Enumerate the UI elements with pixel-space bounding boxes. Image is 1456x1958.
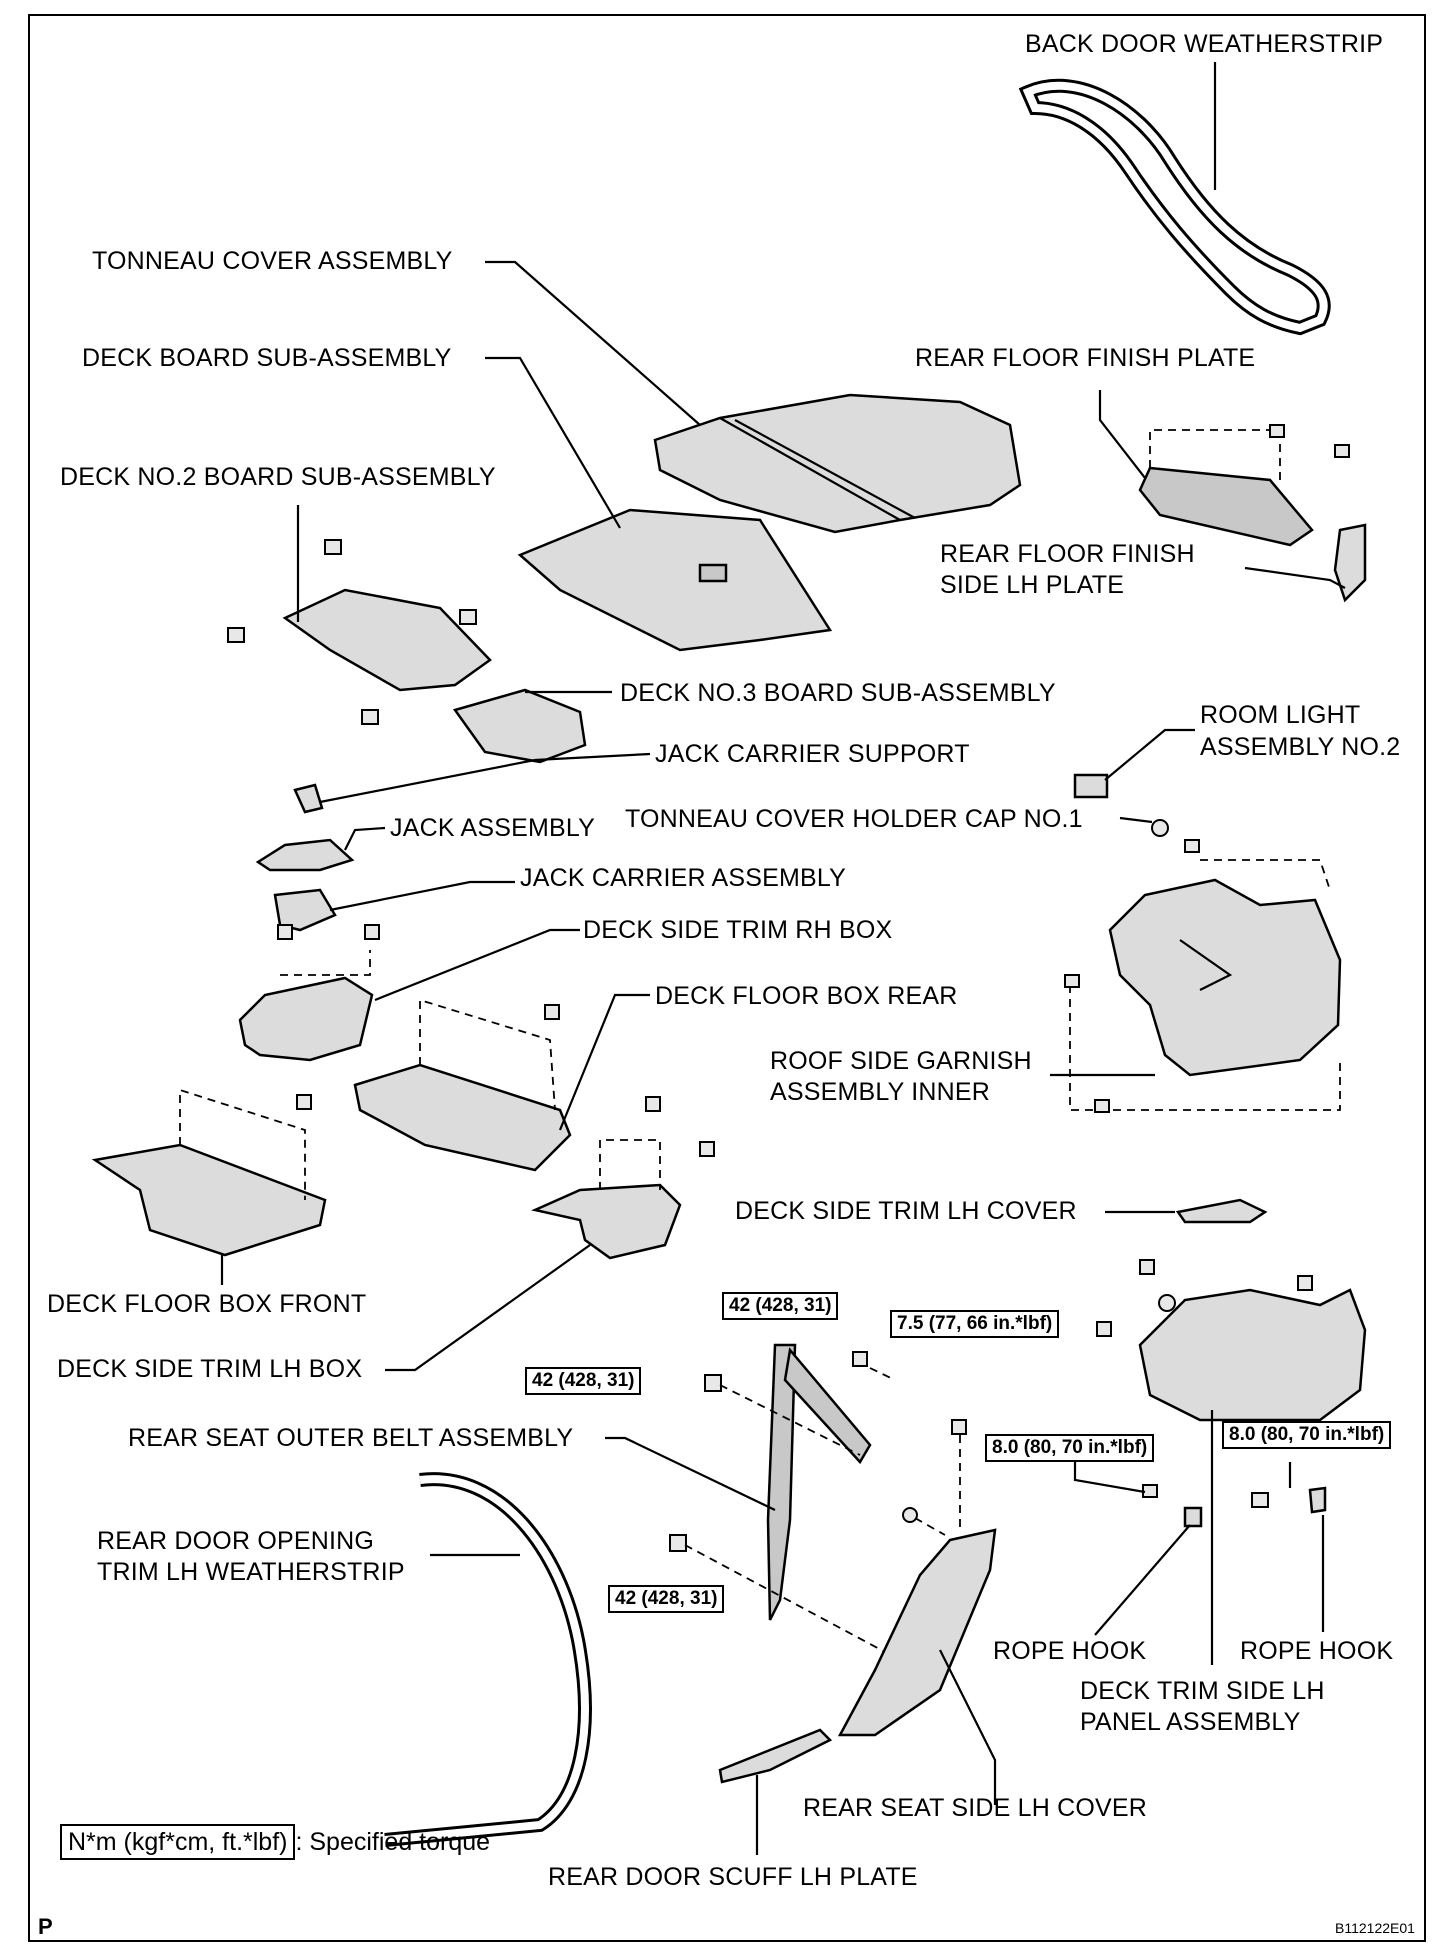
leader-floor-box-rear <box>558 993 650 1131</box>
label-jack-carrier-support: JACK CARRIER SUPPORT <box>655 740 970 768</box>
rear-floor-finish-plate-part <box>1138 429 1314 547</box>
rear-door-scuff-part <box>718 1728 833 1784</box>
leader-rear-floor-plate <box>1098 390 1146 479</box>
torque-rope-hook-left: 8.0 (80, 70 in.*lbf) <box>985 1434 1155 1462</box>
label-deck-side-trim-rh-box: DECK SIDE TRIM RH BOX <box>583 916 893 944</box>
leader-seat-side-cover <box>939 1649 997 1805</box>
deck-floor-box-rear-part <box>353 998 572 1172</box>
deck-trim-side-panel-part <box>1096 1259 1367 1422</box>
label-deck-board-sub-assembly: DECK BOARD SUB-ASSEMBLY <box>82 344 452 372</box>
leader-jack-assembly <box>344 826 386 851</box>
label-jack-assembly: JACK ASSEMBLY <box>390 814 595 842</box>
label-deck-trim-side-line1: DECK TRIM SIDE LH <box>1080 1677 1325 1705</box>
label-rear-seat-outer-belt: REAR SEAT OUTER BELT ASSEMBLY <box>128 1424 574 1452</box>
leader-jack-carrier <box>329 880 515 912</box>
torque-rope-hook-right: 8.0 (80, 70 in.*lbf) <box>1222 1421 1392 1449</box>
torque-legend: N*m (kgf*cm, ft.*lbf): Specified torque <box>60 1824 491 1860</box>
label-rear-door-opening-line1: REAR DOOR OPENING <box>97 1527 375 1555</box>
deck-floor-box-front-part <box>91 1088 327 1257</box>
leader-jack-support <box>319 752 651 804</box>
rope-hook-right-part <box>1251 1486 1327 1514</box>
label-deck-side-trim-lh-box: DECK SIDE TRIM LH BOX <box>57 1355 363 1383</box>
label-tonneau-cover-assembly: TONNEAU COVER ASSEMBLY <box>92 247 453 275</box>
label-roof-garnish-line1: ROOF SIDE GARNISH <box>770 1047 1032 1075</box>
label-rear-seat-side-lh-cover: REAR SEAT SIDE LH COVER <box>803 1794 1148 1822</box>
torque-belt-lower: 42 (428, 31) <box>608 1585 725 1613</box>
deck-no2-board-part <box>227 539 492 692</box>
torque-belt-upper: 42 (428, 31) <box>722 1292 839 1320</box>
deck-side-trim-lh-cover-part <box>1175 1198 1268 1224</box>
label-room-light-line2: ASSEMBLY NO.2 <box>1200 733 1401 761</box>
label-deck-no3-board: DECK NO.3 BOARD SUB-ASSEMBLY <box>620 679 1056 707</box>
deck-board-part <box>517 508 833 652</box>
figure-id: B112122E01 <box>1335 1920 1415 1936</box>
label-side-lh-plate-line1: REAR FLOOR FINISH <box>940 540 1195 568</box>
leader-tonneau <box>485 260 701 426</box>
jack-carrier-assembly-part <box>273 888 337 932</box>
leader-lh-box <box>385 1244 591 1372</box>
label-room-light-line1: ROOM LIGHT <box>1200 701 1361 729</box>
label-deck-no2-board: DECK NO.2 BOARD SUB-ASSEMBLY <box>60 463 496 491</box>
label-rope-hook-right: ROPE HOOK <box>1240 1637 1394 1665</box>
rear-seat-outer-belt-part <box>669 1343 901 1661</box>
label-deck-floor-box-rear: DECK FLOOR BOX REAR <box>655 982 958 1010</box>
label-rope-hook-left: ROPE HOOK <box>993 1637 1147 1665</box>
leader-holder-cap <box>1119 816 1153 824</box>
leader-rope-hook-left <box>1073 1462 1191 1636</box>
back-door-weatherstrip-part <box>1018 78 1331 336</box>
label-tonneau-holder-cap: TONNEAU COVER HOLDER CAP NO.1 <box>625 805 1083 833</box>
label-jack-carrier-assembly: JACK CARRIER ASSEMBLY <box>520 864 847 892</box>
label-deck-floor-box-front: DECK FLOOR BOX FRONT <box>47 1290 367 1318</box>
corner-mark-p: P <box>38 1914 53 1939</box>
torque-belt-anchor-left: 42 (428, 31) <box>525 1367 642 1395</box>
leader-room-light <box>1104 728 1195 781</box>
legend-unit-box: N*m (kgf*cm, ft.*lbf) <box>60 1824 296 1860</box>
rear-floor-side-lh-plate-part <box>1333 523 1367 603</box>
deck-side-trim-lh-box-part <box>531 1096 715 1260</box>
label-roof-garnish-line2: ASSEMBLY INNER <box>770 1078 990 1106</box>
rear-door-weatherstrip-part <box>384 1472 592 1847</box>
leader-belt <box>605 1436 776 1511</box>
label-deck-trim-side-line2: PANEL ASSEMBLY <box>1080 1708 1301 1736</box>
leader-rh-box <box>374 928 580 1002</box>
tonneau-cover-part <box>653 393 1022 534</box>
room-light-part <box>1073 773 1109 799</box>
leader-deck-board <box>485 356 621 529</box>
jack-carrier-support-part <box>293 783 324 814</box>
deck-no3-board-part <box>361 688 587 764</box>
legend-description: : Specified torque <box>295 1828 491 1856</box>
roof-side-garnish-part <box>1064 859 1342 1113</box>
leader-side-lh-plate <box>1244 566 1346 589</box>
label-rear-door-scuff-lh-plate: REAR DOOR SCUFF LH PLATE <box>548 1863 918 1891</box>
holder-cap-part <box>1151 819 1169 837</box>
label-rear-door-opening-line2: TRIM LH WEATHERSTRIP <box>97 1558 405 1586</box>
label-back-door-weatherstrip: BACK DOOR WEATHERSTRIP <box>1025 30 1384 58</box>
deck-side-trim-rh-box-part <box>238 924 380 1062</box>
label-rear-floor-finish-plate: REAR FLOOR FINISH PLATE <box>915 344 1256 372</box>
rear-seat-side-cover-part <box>837 1419 997 1737</box>
jack-assembly-part <box>255 838 355 872</box>
torque-belt-small: 7.5 (77, 66 in.*lbf) <box>890 1310 1060 1338</box>
diagram-frame <box>28 14 1426 1942</box>
label-deck-side-trim-lh-cover: DECK SIDE TRIM LH COVER <box>735 1197 1077 1225</box>
rope-hook-left-part <box>1142 1484 1203 1528</box>
label-side-lh-plate-line2: SIDE LH PLATE <box>940 571 1125 599</box>
leader-rope-hook-right <box>1288 1462 1325 1632</box>
